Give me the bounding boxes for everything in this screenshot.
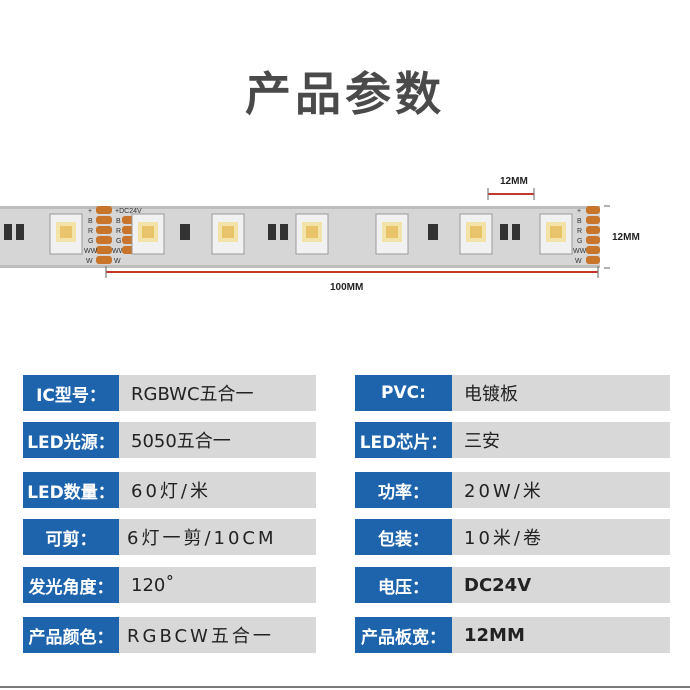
spec-label: LED芯片：: [355, 422, 452, 458]
svg-text:G: G: [577, 238, 582, 245]
svg-text:+: +: [88, 208, 92, 215]
spec-label: 可剪：: [23, 519, 119, 555]
spec-label: 功率：: [355, 472, 452, 508]
left-solder-pads-2: [122, 216, 134, 254]
spec-value: 60灯/米: [119, 472, 316, 508]
resistors: [4, 224, 520, 240]
svg-text:R: R: [577, 228, 582, 235]
svg-text:G: G: [88, 238, 93, 245]
spec-row-power: 功率： 20W/米: [355, 472, 670, 508]
right-pad-labels: + B R G WW W: [573, 208, 587, 265]
spec-row-voltage: 电压： DC24V: [355, 567, 670, 603]
svg-text:WW: WW: [84, 248, 98, 255]
spec-label: 发光角度：: [23, 567, 119, 603]
svg-text:G: G: [116, 238, 121, 245]
led-chips: [49, 213, 573, 255]
spec-label: 包装：: [355, 519, 452, 555]
spec-value: 120˚: [119, 567, 316, 603]
spec-value: 12MM: [452, 617, 670, 653]
page-title: 产品参数: [245, 67, 445, 121]
width-dimension-label: 12MM: [500, 176, 528, 187]
right-solder-pads: [586, 206, 600, 264]
spec-row-product-color: 产品颜色： RGBCW五合一: [23, 617, 316, 653]
spec-label: IC型号：: [23, 375, 119, 411]
spec-row-led-count: LED数量： 60灯/米: [23, 472, 316, 508]
left-solder-pads: [96, 206, 112, 264]
voltage-marking: +DC24V: [115, 208, 142, 215]
spec-label: LED数量：: [23, 472, 119, 508]
spec-row-board-width: 产品板宽： 12MM: [355, 617, 670, 653]
spec-row-pvc: PVC: 电镀板: [355, 375, 670, 411]
spec-label: 产品颜色：: [23, 617, 119, 653]
spec-value: RGBCW五合一: [119, 617, 316, 653]
led-strip-diagram: 12MM + B R G WW W +DC24V BRG WWW: [0, 176, 640, 293]
svg-text:W: W: [114, 258, 121, 265]
spec-value: 20W/米: [452, 472, 670, 508]
svg-text:B: B: [116, 218, 121, 225]
spec-row-beam-angle: 发光角度： 120˚: [23, 567, 316, 603]
spec-row-ic-model: IC型号： RGBWC五合一: [23, 375, 316, 411]
bottom-divider: [0, 686, 690, 688]
svg-text:W: W: [575, 258, 582, 265]
spec-row-led-chip: LED芯片： 三安: [355, 422, 670, 458]
svg-text:+: +: [577, 208, 581, 215]
svg-text:WW: WW: [112, 248, 126, 255]
spec-row-packaging: 包装： 10米/卷: [355, 519, 670, 555]
svg-text:WW: WW: [573, 248, 587, 255]
spec-row-cuttable: 可剪： 6灯一剪/10CM: [23, 519, 316, 555]
svg-text:R: R: [88, 228, 93, 235]
spec-label: LED光源：: [23, 422, 119, 458]
spec-row-led-source: LED光源： 5050五合一: [23, 422, 316, 458]
left-pad-labels: + B R G WW W: [84, 208, 98, 265]
spec-value: 6灯一剪/10CM: [119, 519, 316, 555]
spec-label: PVC:: [355, 375, 452, 411]
spec-label: 电压：: [355, 567, 452, 603]
length-dimension-label: 100MM: [330, 282, 363, 293]
spec-value: 三安: [452, 422, 670, 458]
spec-value: DC24V: [452, 567, 670, 603]
spec-value: 5050五合一: [119, 422, 316, 458]
svg-text:W: W: [86, 258, 93, 265]
svg-text:B: B: [88, 218, 93, 225]
spec-value: RGBWC五合一: [119, 375, 316, 411]
spec-value: 10米/卷: [452, 519, 670, 555]
svg-text:B: B: [577, 218, 582, 225]
height-dimension-label: 12MM: [612, 232, 640, 243]
spec-label: 产品板宽：: [355, 617, 452, 653]
spec-value: 电镀板: [452, 375, 670, 411]
svg-text:R: R: [116, 228, 121, 235]
